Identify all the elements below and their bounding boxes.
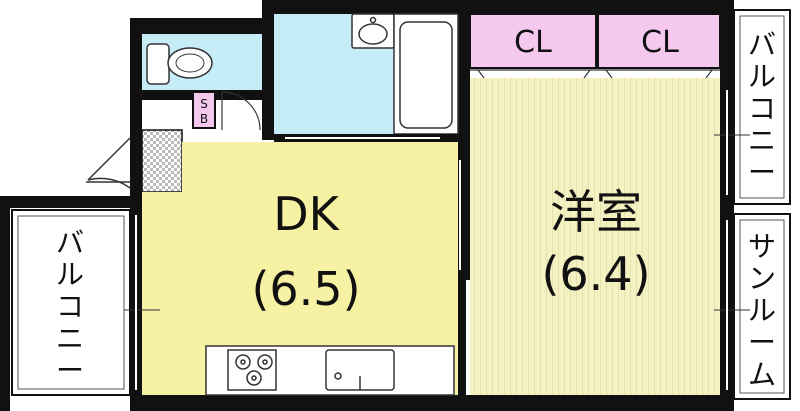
kitchen-counter (205, 345, 455, 396)
sink-icon (351, 13, 395, 49)
window-marks (135, 90, 728, 390)
shoe-box-label-b: B (200, 112, 208, 126)
svg-text:コ: コ (748, 92, 776, 125)
western-room-size: (6.4) (541, 247, 650, 301)
walls (0, 0, 734, 411)
hall-door-icon (221, 91, 261, 131)
entrance-floor (141, 129, 183, 193)
sliding-door-icon (458, 142, 466, 395)
sunroom-label: サ ン ル ー ム (748, 230, 776, 391)
balcony-right-label: バ ル コ ニ ー (748, 28, 776, 189)
svg-text:サ: サ (748, 230, 776, 263)
shoe-box (192, 91, 216, 129)
svg-text:バ: バ (748, 28, 776, 61)
svg-text:ム: ム (748, 358, 776, 391)
stove-icon (227, 349, 277, 391)
balcony-right (733, 9, 791, 205)
svg-text:コ: コ (56, 290, 84, 323)
sunroom (733, 213, 791, 400)
closet-left (469, 13, 597, 69)
balcony-left (11, 209, 131, 396)
bathtub-icon (393, 13, 459, 135)
dk-room-size: (6.5) (251, 262, 360, 316)
svg-text:バ: バ (56, 226, 84, 259)
svg-text:ル: ル (748, 60, 776, 93)
toilet-icon (146, 43, 213, 85)
entrance-door-icon (86, 137, 131, 189)
dk-room-name: DK (273, 187, 340, 241)
western-room (470, 78, 720, 395)
kitchen-sink-icon (325, 349, 395, 391)
svg-text:ニ: ニ (748, 124, 776, 157)
svg-text:ル: ル (56, 258, 84, 291)
closet-right (597, 13, 721, 69)
svg-text:ー: ー (748, 156, 776, 189)
svg-text:ー: ー (748, 326, 776, 359)
closet-door-marks (470, 69, 720, 79)
svg-text:ニ: ニ (56, 322, 84, 355)
closet-left-label: CL (514, 25, 552, 60)
western-room-name: 洋室 (550, 185, 642, 239)
shoe-box-label-s: S (200, 97, 208, 111)
closet-right-label: CL (641, 25, 679, 60)
svg-text:ー: ー (56, 354, 84, 387)
balcony-left-label: バ ル コ ニ ー (56, 226, 84, 387)
svg-text:ン: ン (748, 262, 776, 295)
svg-text:ル: ル (748, 294, 776, 327)
